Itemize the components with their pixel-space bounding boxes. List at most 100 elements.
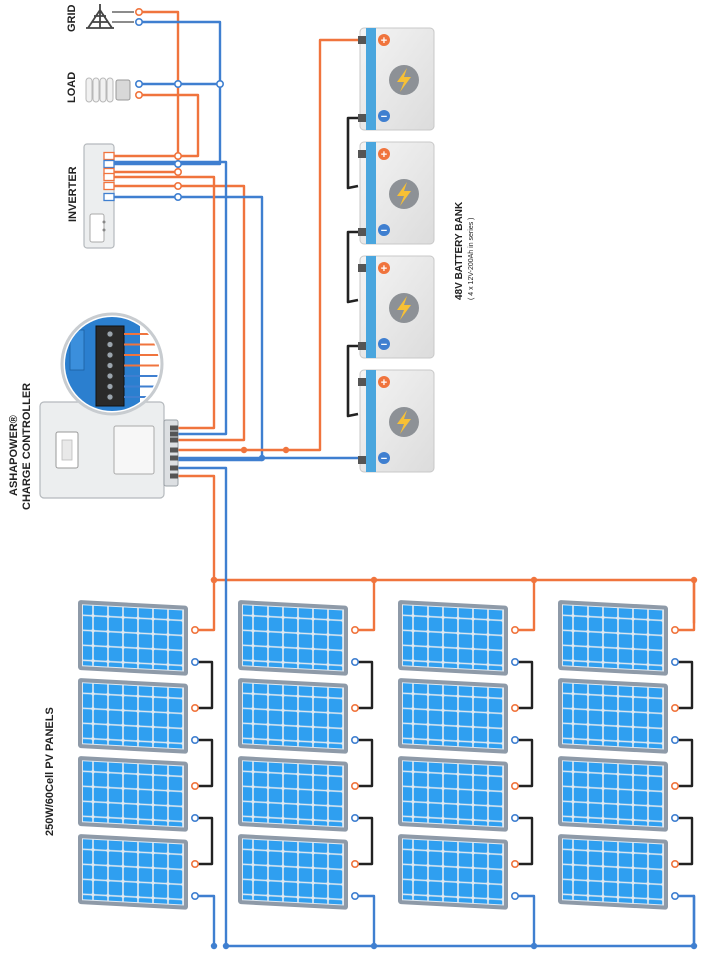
pv-panel <box>398 600 508 676</box>
controller-label-line2: CHARGE CONTROLLER <box>21 382 33 510</box>
battery-terminal-post <box>358 228 366 236</box>
controller-load-negative-wire <box>110 160 228 436</box>
battery-negative-icon <box>378 452 390 464</box>
battery-unit: +− <box>358 255 435 359</box>
pv-positive-bus-node <box>210 576 218 584</box>
pv-panel-positive-terminal <box>510 781 519 790</box>
pv-panel <box>398 756 508 832</box>
devices-layer <box>39 4 179 499</box>
pv-panel-positive-terminal <box>510 703 519 712</box>
pv-panel-cells <box>83 761 183 827</box>
wires-layer <box>110 10 696 948</box>
grid-positive-wire <box>110 10 180 174</box>
pv-panel-cells <box>563 683 663 749</box>
pv-panel-cells <box>403 605 503 671</box>
battery-positive-icon <box>378 262 390 274</box>
pv-panel-positive-terminal <box>670 781 679 790</box>
charge-controller-panel <box>113 425 155 475</box>
charge-controller-terminal <box>170 455 178 461</box>
pv-panel-positive-terminal <box>510 859 519 868</box>
zoom-screw <box>106 393 114 401</box>
battery-positive-sign: + <box>381 149 387 161</box>
pv-string-negative-wire <box>356 894 376 948</box>
battery-negative-icon <box>378 224 390 236</box>
battery-positive-node <box>240 446 248 454</box>
pv-negative-bus-node <box>530 942 538 950</box>
pv-series-link <box>518 660 534 710</box>
battery-unit: +− <box>358 27 435 131</box>
pv-series-link <box>198 816 214 866</box>
inverter-label: INVERTER <box>67 166 79 222</box>
battery-series-link <box>346 344 359 418</box>
pv-string-negative-wire <box>676 894 696 948</box>
pv-series-link <box>358 660 374 710</box>
battery-terminal-post <box>358 456 366 464</box>
pv-series-link <box>198 660 214 710</box>
pv-panel-negative-terminal <box>191 891 200 900</box>
pv-string-negative-wire <box>516 894 536 948</box>
lightning-bolt-shape <box>397 68 411 92</box>
pv-panels-layer <box>78 600 668 910</box>
battery-strip <box>366 256 376 358</box>
pv-panel-cells <box>563 761 663 827</box>
battery-terminal-post <box>358 36 366 44</box>
pv-string-positive-wire <box>196 578 216 632</box>
pv-positive-bus-node <box>530 576 538 584</box>
zoom-screw <box>106 351 114 359</box>
pv-panel-negative-terminal <box>670 735 679 744</box>
zoom-screw <box>106 383 114 390</box>
battery-terminal-post <box>358 378 366 386</box>
battery-positive-icon <box>378 376 390 388</box>
pv-string-negative-wire <box>196 894 216 948</box>
pv-panel-cells <box>403 683 503 749</box>
pv-panel-negative-terminal <box>670 813 679 822</box>
grid-negative-terminal <box>135 17 144 26</box>
inverter-device <box>83 143 115 249</box>
pv-panel-positive-terminal <box>670 859 679 868</box>
pv-panel <box>238 678 348 754</box>
pv-panel-positive-terminal <box>191 859 200 868</box>
battery-strip <box>366 28 376 130</box>
pv-panel-positive-terminal <box>510 625 519 634</box>
pv-panel-negative-terminal <box>350 735 359 744</box>
charge-controller-screen <box>61 439 73 461</box>
junction-nodes-layer <box>135 8 698 950</box>
pv-series-link <box>358 816 374 866</box>
battery-unit: +− <box>358 369 435 473</box>
inverter-terminal <box>103 192 115 202</box>
pv-series-link <box>678 738 694 788</box>
battery-terminal-post <box>358 342 366 350</box>
pv-positive-bus-node <box>690 576 698 584</box>
battery-negative-sign: − <box>381 225 387 237</box>
pv-string-positive-wire <box>516 578 536 632</box>
pv-panel-cells <box>83 683 183 749</box>
lightning-bolt-shape <box>397 410 411 434</box>
pv-panel-negative-terminal <box>350 813 359 822</box>
inverter-wire-node <box>174 168 183 177</box>
battery-bank-layer: +−+−+−+− <box>358 27 435 473</box>
inverter-wire-node <box>174 182 183 191</box>
pv-panel-negative-terminal <box>191 735 200 744</box>
battery-positive-node <box>282 446 290 454</box>
pv-panel-negative-terminal <box>510 891 519 900</box>
zoom-screw <box>106 341 114 348</box>
battery-terminal-post <box>358 264 366 272</box>
power-tower-icon <box>86 4 134 29</box>
battery-positive-icon <box>378 34 390 46</box>
pv-panel <box>558 834 668 910</box>
zoom-content <box>65 317 159 411</box>
pv-series-link <box>518 816 534 866</box>
cfl-bulb-icon <box>85 77 131 103</box>
controller-label-line1: ASHAPOWER® <box>8 415 20 496</box>
cfl-bulb-tube <box>85 77 93 103</box>
pv-negative-bus-node <box>690 942 698 950</box>
pv-panel-positive-terminal <box>350 859 359 868</box>
battery-positive-sign: + <box>381 35 387 47</box>
battery-negative-sign: − <box>381 111 387 123</box>
battery-positive-wire <box>176 38 362 452</box>
pv-panel-cells <box>243 761 343 827</box>
grid-positive-terminal <box>135 8 144 17</box>
charge-controller-terminal <box>170 473 178 479</box>
cfl-bulb-tube <box>92 77 100 103</box>
